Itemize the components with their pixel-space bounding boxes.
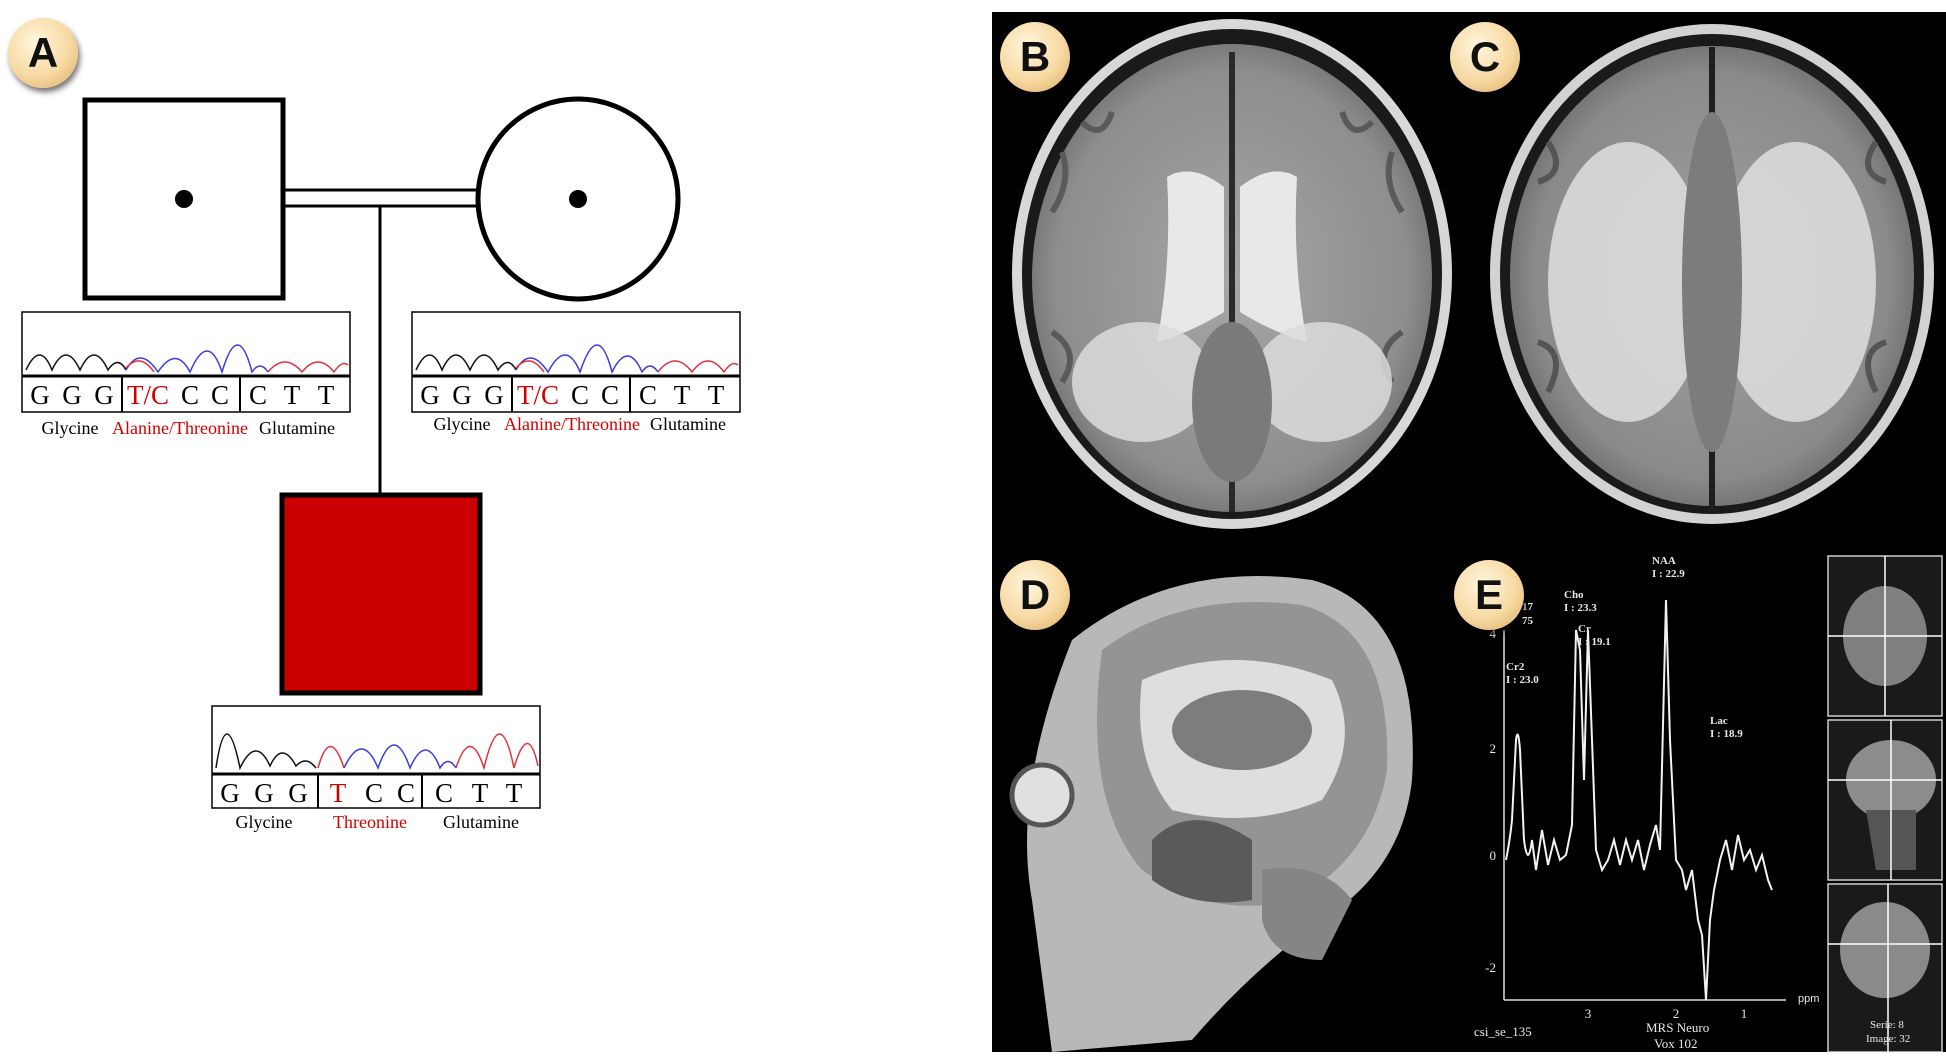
father-base-3: G: [94, 380, 114, 410]
father-base-1: G: [30, 380, 50, 410]
father-base-9: T: [318, 380, 335, 410]
mother-base-4-mutation: T/C: [517, 380, 559, 410]
father-carrier-dot: [175, 190, 193, 208]
mrs-footer-sequence: csi_se_135: [1474, 1024, 1532, 1039]
child-chromatogram: [211, 705, 541, 809]
child-base-7: C: [435, 778, 453, 808]
father-base-8: T: [284, 380, 301, 410]
mother-base-6: C: [601, 380, 619, 410]
axial-brain-image-c: [1490, 24, 1934, 524]
mrs-footer-protocol: MRS Neuro: [1646, 1020, 1709, 1035]
mother-base-9: T: [708, 380, 725, 410]
mrs-header-1: 17: [1522, 601, 1534, 613]
thumb-series-label: Serie: 8: [1870, 1019, 1904, 1031]
mother-aa-glycine: Glycine: [434, 414, 491, 434]
child-aa-glutamine: Glutamine: [443, 812, 519, 832]
child-aa-glycine: Glycine: [236, 812, 293, 832]
mrs-xtick-1: 1: [1741, 1006, 1748, 1021]
father-aa-alanine-threonine: Alanine/Threonine: [112, 418, 248, 438]
mrs-header-2: 75: [1522, 615, 1534, 627]
mother-aa-alanine-threonine: Alanine/Threonine: [504, 414, 640, 434]
mrs-ytick-2: 2: [1490, 741, 1497, 756]
mrs-ytick-4: 4: [1490, 626, 1497, 641]
mrs-peak-naa-name: NAA: [1652, 555, 1676, 567]
mrs-peak-cr2-name: Cr2: [1506, 661, 1525, 673]
panel-label-a: A: [8, 18, 78, 88]
mrs-peak-cr-value: I : 19.1: [1578, 636, 1611, 648]
mrs-footer-voxel: Vox 102: [1654, 1036, 1697, 1051]
panel-label-e: E: [1454, 560, 1524, 630]
father-carrier-square: [82, 97, 286, 301]
mother-aa-glutamine: Glutamine: [650, 414, 726, 434]
father-aa-glutamine: Glutamine: [259, 418, 335, 438]
mother-base-5: C: [571, 380, 589, 410]
mrs-x-unit: ppm: [1798, 993, 1819, 1005]
child-base-6: C: [397, 778, 415, 808]
panel-label-b: B: [1000, 22, 1070, 92]
father-base-2: G: [62, 380, 82, 410]
affected-child-square: [279, 492, 483, 696]
mrs-peak-cho-name: Cho: [1564, 589, 1584, 601]
father-base-5: C: [181, 380, 199, 410]
mother-base-2: G: [452, 380, 472, 410]
child-aa-threonine: Threonine: [333, 812, 407, 832]
mrs-xtick-2: 2: [1673, 1006, 1680, 1021]
mrs-xtick-3: 3: [1585, 1006, 1592, 1021]
thumb-image-label: Image: 32: [1866, 1033, 1910, 1045]
mrs-ytick-neg2: -2: [1485, 960, 1496, 975]
mother-base-3: G: [484, 380, 504, 410]
mr-spectroscopy-panel: 4 2 0 -2 3 2 1 ppm 17 75 Cr2 I : 23.0 Ch…: [1446, 540, 1946, 1053]
mrs-ytick-0: 0: [1490, 848, 1497, 863]
panel-label-d: D: [1000, 560, 1070, 630]
child-base-4-mutation: T: [330, 778, 347, 808]
axial-brain-image: [1012, 19, 1452, 529]
mri-sagittal: [992, 540, 1446, 1052]
sagittal-brain-image: [1009, 576, 1413, 1052]
mrs-localizer-thumbnails: [1827, 555, 1943, 1053]
mri-axial-lateral-ventricles: [992, 12, 1468, 540]
mrs-peak-cr2-value: I : 23.0: [1506, 674, 1539, 686]
mother-base-8: T: [674, 380, 691, 410]
mrs-peak-naa-value: I : 22.9: [1652, 568, 1685, 580]
father-chromatogram: [21, 311, 351, 413]
mrs-spectrum: 4 2 0 -2 3 2 1 ppm 17 75 Cr2 I : 23.0 Ch…: [1474, 555, 1943, 1053]
child-base-3: G: [288, 778, 308, 808]
mrs-peak-lac-value: I : 18.9: [1710, 728, 1743, 740]
child-base-9: T: [506, 778, 523, 808]
mrs-peak-cr-name: Cr: [1578, 623, 1591, 635]
child-base-2: G: [254, 778, 274, 808]
father-aa-glycine: Glycine: [42, 418, 99, 438]
pedigree-diagram: G G G T/C C C C T T Glycine Alanine/Thre…: [21, 96, 741, 832]
father-base-6: C: [211, 380, 229, 410]
father-base-4-mutation: T/C: [127, 380, 169, 410]
mother-base-7: C: [639, 380, 657, 410]
child-base-5: C: [365, 778, 383, 808]
mother-chromatogram: [411, 311, 741, 413]
child-base-8: T: [472, 778, 489, 808]
child-base-1: G: [220, 778, 240, 808]
mrs-peak-cho-value: I : 23.3: [1564, 602, 1597, 614]
mri-axial-centrum-semiovale: [1468, 12, 1946, 540]
mother-carrier-dot: [569, 190, 587, 208]
father-base-7: C: [249, 380, 267, 410]
panel-label-c: C: [1450, 22, 1520, 92]
mother-base-1: G: [420, 380, 440, 410]
mrs-peak-lac-name: Lac: [1710, 715, 1728, 727]
